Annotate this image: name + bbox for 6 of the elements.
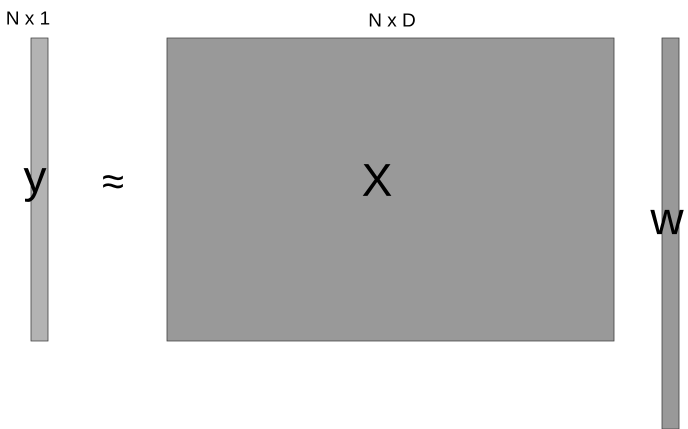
approx-sign: ≈ (103, 175, 123, 188)
matrix-box (166, 38, 614, 342)
matrix-symbol: X (362, 164, 392, 196)
matrix-symbol: y (24, 168, 46, 202)
dimension-label: N x 1 (7, 11, 50, 25)
dimension-label: N x D (370, 13, 415, 27)
